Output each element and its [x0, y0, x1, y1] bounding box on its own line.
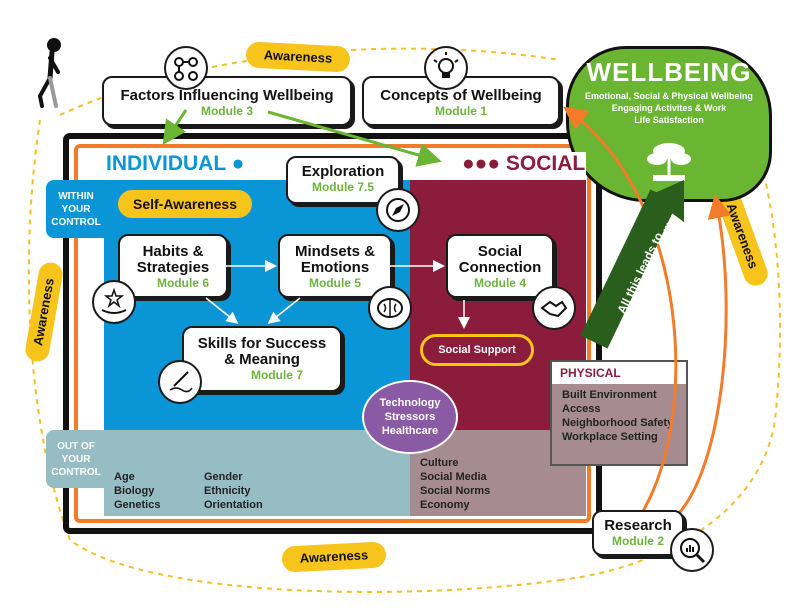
ctrl-line: YOUR — [61, 454, 91, 465]
awareness-pill-top: Awareness — [245, 41, 351, 73]
factor-item: Ethnicity — [204, 485, 251, 497]
concepts-title: Concepts of Wellbeing — [380, 87, 542, 104]
habits-box[interactable]: Habits & Strategies Module 6 — [118, 234, 228, 298]
social-support-text: Social Support — [438, 344, 516, 356]
factor-item: Gender — [204, 471, 243, 483]
skills-box[interactable]: Skills for Success & Meaning Module 7 — [182, 326, 342, 392]
social-connection-box[interactable]: Social Connection Module 4 — [446, 234, 554, 298]
individual-out-region — [104, 430, 410, 516]
walking-person-icon — [38, 38, 61, 108]
social-connection-module: Module 4 — [473, 276, 526, 290]
person-icon: ● — [231, 152, 245, 175]
awareness-label: Awareness — [263, 47, 333, 66]
within-control-label: WITHIN YOUR CONTROL — [46, 190, 106, 229]
tech-line: Healthcare — [381, 425, 439, 437]
individual-factors-col2: Gender Ethnicity Orientation — [204, 470, 263, 512]
research-module: Module 2 — [611, 534, 664, 548]
network-icon — [164, 46, 208, 90]
habits-line1: Habits & — [142, 243, 204, 260]
physical-item: Built Environment — [562, 389, 657, 401]
ctrl-line: WITHIN — [58, 191, 94, 202]
within-control-tab — [46, 180, 106, 238]
ctrl-line: YOUR — [61, 204, 91, 215]
physical-item: Neighborhood Safety — [562, 417, 674, 429]
wellbeing-line: Emotional, Social & Physical Wellbeing — [585, 91, 753, 101]
physical-box: PHYSICAL Built Environment Access Neighb… — [550, 360, 688, 466]
physical-item: Workplace Setting — [562, 431, 658, 443]
social-connection-line1: Social — [477, 243, 523, 260]
tech-line: Technology — [379, 397, 441, 409]
individual-label: INDIVIDUAL ● — [106, 152, 244, 176]
tech-line: Stressors — [384, 411, 436, 423]
mindsets-line2: Emotions — [300, 259, 370, 276]
wellbeing-title: WELLBEING — [586, 57, 752, 87]
technology-circle: Technology Stressors Healthcare — [362, 380, 458, 454]
individual-text: INDIVIDUAL — [106, 152, 226, 175]
skills-line2: & Meaning — [224, 351, 300, 368]
brain-icon — [368, 286, 412, 330]
compass-icon — [376, 188, 420, 232]
research-title: Research — [604, 517, 672, 534]
factors-box[interactable]: Factors Influencing Wellbeing Module 3 — [102, 76, 352, 126]
handshake-icon — [532, 286, 576, 330]
out-control-tab — [46, 430, 106, 488]
factors-module: Module 3 — [200, 104, 253, 118]
physical-item: Access — [562, 403, 601, 415]
social-text: SOCIAL — [505, 152, 586, 175]
lightbulb-icon — [424, 46, 468, 90]
factor-item: Social Norms — [420, 485, 491, 497]
factor-item: Biology — [114, 485, 155, 497]
skills-module: Module 7 — [250, 368, 303, 382]
out-control-label: OUT OF YOUR CONTROL — [46, 440, 106, 479]
factor-item: Culture — [420, 457, 459, 469]
factor-item: Orientation — [204, 499, 263, 511]
social-support-pill: Social Support — [420, 334, 534, 366]
mindsets-module: Module 5 — [308, 276, 361, 290]
awareness-label: Awareness — [299, 547, 369, 566]
awareness-pill-bottom: Awareness — [281, 541, 387, 573]
exploration-title: Exploration — [301, 163, 385, 180]
ctrl-line: CONTROL — [51, 467, 101, 478]
concepts-module: Module 1 — [434, 104, 487, 118]
social-factors-list: Culture Social Media Social Norms Econom… — [420, 456, 490, 512]
mindsets-line1: Mindsets & — [294, 243, 375, 260]
factor-item: Social Media — [420, 471, 487, 483]
factor-item: Genetics — [114, 499, 161, 511]
wellbeing-line: Life Satisfaction — [634, 115, 704, 125]
exploration-module: Module 7.5 — [311, 180, 374, 194]
factor-item: Age — [114, 471, 135, 483]
magnifier-chart-icon — [670, 528, 714, 572]
skills-line1: Skills for Success — [197, 335, 327, 352]
physical-title: PHYSICAL — [552, 362, 686, 384]
self-awareness-pill: Self-Awareness — [118, 190, 252, 218]
wellbeing-cloud: WELLBEING Emotional, Social & Physical W… — [566, 46, 772, 202]
ctrl-line: CONTROL — [51, 217, 101, 228]
bonsai-icon — [647, 143, 691, 181]
research-box[interactable]: Research Module 2 — [592, 510, 684, 556]
habits-line2: Strategies — [136, 259, 210, 276]
self-awareness-text: Self-Awareness — [132, 196, 237, 212]
individual-factors-col1: Age Biology Genetics — [114, 470, 160, 512]
factor-item: Economy — [420, 499, 470, 511]
group-icon: ●●● — [462, 152, 501, 175]
mindsets-box[interactable]: Mindsets & Emotions Module 5 — [278, 234, 392, 298]
social-label: ●●● SOCIAL — [462, 152, 585, 176]
factors-title: Factors Influencing Wellbeing — [120, 87, 334, 104]
wellbeing-description: Emotional, Social & Physical Wellbeing E… — [569, 90, 769, 126]
physical-list: Built Environment Access Neighborhood Sa… — [552, 384, 686, 448]
ctrl-line: OUT OF — [57, 441, 95, 452]
habits-module: Module 6 — [156, 276, 209, 290]
social-connection-line2: Connection — [458, 259, 542, 276]
writing-hand-icon — [158, 360, 202, 404]
star-hand-icon — [92, 280, 136, 324]
wellbeing-line: Engaging Activites & Work — [611, 103, 727, 113]
